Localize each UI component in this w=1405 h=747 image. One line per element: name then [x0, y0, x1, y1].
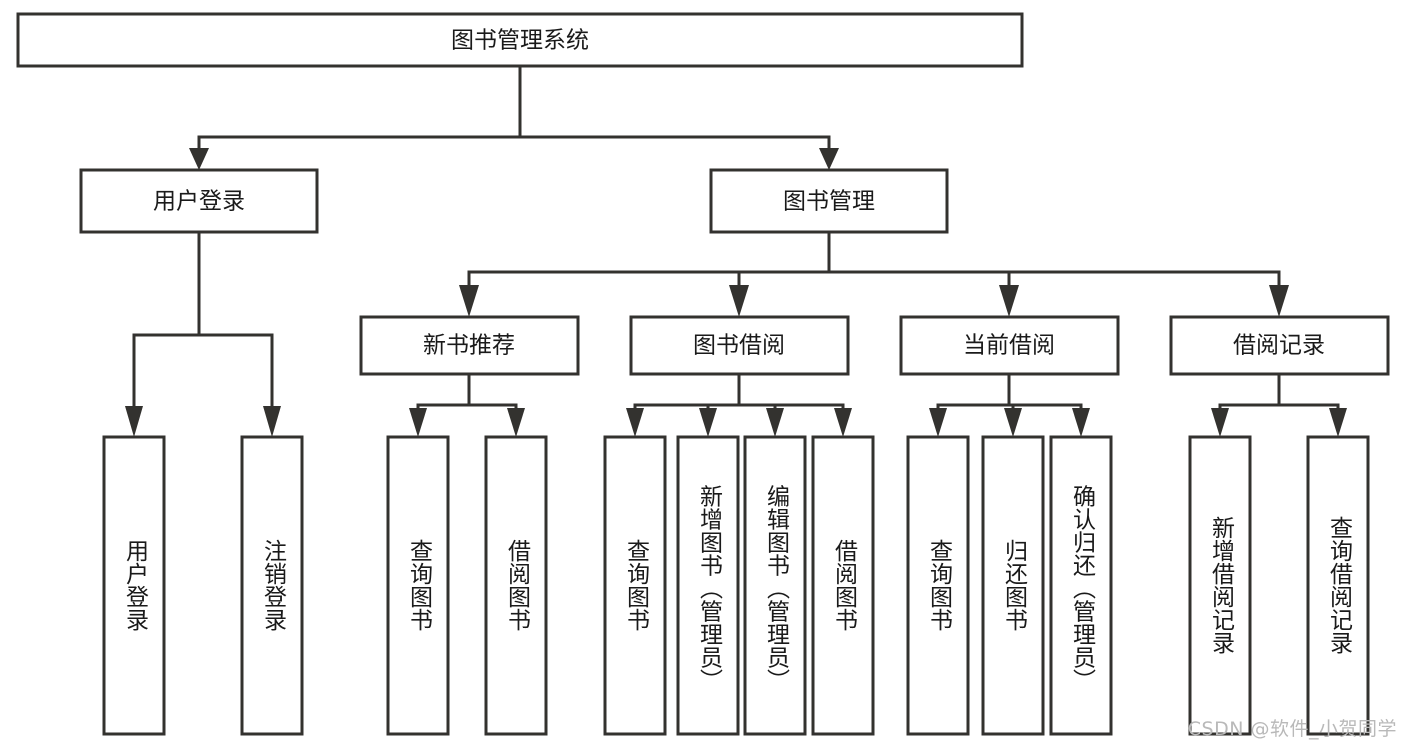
- node-new-book-recommend-box[interactable]: [359, 315, 580, 376]
- connector-layer: [125, 64, 1347, 437]
- node-leaf-borrow-book-newbook-box[interactable]: [484, 435, 548, 736]
- node-root-book-management-system[interactable]: 图书管理系统: [16, 12, 1024, 68]
- node-user-login-box[interactable]: [79, 168, 319, 234]
- node-current-borrow[interactable]: 当前借阅: [899, 315, 1120, 376]
- node-user-login[interactable]: 用户登录: [79, 168, 319, 234]
- node-book-management-box[interactable]: [709, 168, 949, 234]
- node-book-management[interactable]: 图书管理: [709, 168, 949, 234]
- arrow-current-to-query: [929, 408, 947, 437]
- node-root-label: 图书管理系统: [451, 28, 589, 54]
- node-leaf-add-book-admin-label: 新增图书（管理员）: [696, 485, 724, 692]
- node-leaf-query-borrow-record-label: 查询借阅记录: [1326, 516, 1354, 654]
- node-book-borrow-box[interactable]: [629, 315, 850, 376]
- arrow-root-to-book-mgmt: [819, 148, 839, 170]
- node-leaf-query-book-newbook[interactable]: 查询图书: [386, 435, 450, 736]
- arrow-current-to-confirm: [1072, 408, 1090, 437]
- arrow-bookmgmt-to-current: [999, 285, 1019, 317]
- node-leaf-return-book-label: 归还图书: [1001, 539, 1029, 631]
- arrow-bookmgmt-to-newbook: [459, 285, 479, 317]
- node-user-login-label: 用户登录: [153, 189, 245, 215]
- node-book-borrow-label: 图书借阅: [693, 333, 785, 359]
- node-leaf-confirm-return-admin-box[interactable]: [1049, 435, 1113, 736]
- node-leaf-logout-label: 注销登录: [260, 539, 288, 631]
- node-new-book-recommend[interactable]: 新书推荐: [359, 315, 580, 376]
- node-leaf-borrow-book-borrow-label: 借阅图书: [831, 539, 859, 631]
- node-leaf-query-book-current-label: 查询图书: [926, 539, 954, 631]
- node-leaf-return-book-box[interactable]: [981, 435, 1045, 736]
- node-borrow-record-label: 借阅记录: [1233, 333, 1325, 359]
- node-leaf-query-book-current-box[interactable]: [906, 435, 970, 736]
- arrow-bookmgmt-to-record: [1269, 285, 1289, 317]
- node-new-book-recommend-label: 新书推荐: [423, 333, 515, 359]
- arrow-newbook-to-borrow: [507, 408, 525, 437]
- node-leaf-user-login-label: 用户登录: [122, 539, 150, 631]
- node-leaf-query-book-borrow-box[interactable]: [603, 435, 667, 736]
- arrow-bookmgmt-to-borrow: [729, 285, 749, 317]
- arrow-borrow-to-lend: [834, 408, 852, 437]
- node-current-borrow-box[interactable]: [899, 315, 1120, 376]
- node-leaf-add-book-admin-box[interactable]: [676, 435, 740, 736]
- node-leaf-query-book-newbook-box[interactable]: [386, 435, 450, 736]
- node-leaf-add-borrow-record-label: 新增借阅记录: [1208, 516, 1236, 654]
- arrow-borrow-to-add: [699, 408, 717, 437]
- node-leaf-query-book-borrow-label: 查询图书: [623, 539, 651, 631]
- arrow-userlogin-to-leaf-login: [125, 406, 143, 437]
- node-leaf-query-book-newbook-label: 查询图书: [406, 539, 434, 631]
- node-leaf-query-borrow-record-box[interactable]: [1306, 435, 1370, 736]
- node-leaf-add-borrow-record[interactable]: 新增借阅记录: [1188, 435, 1252, 736]
- node-book-management-label: 图书管理: [783, 189, 875, 215]
- node-borrow-record-box[interactable]: [1169, 315, 1390, 376]
- arrow-userlogin-to-leaf-logout: [263, 406, 281, 437]
- arrow-current-to-return: [1004, 408, 1022, 437]
- node-leaf-edit-book-admin[interactable]: 编辑图书（管理员）: [743, 435, 807, 736]
- node-leaf-borrow-book-newbook[interactable]: 借阅图书: [484, 435, 548, 736]
- node-leaf-query-borrow-record[interactable]: 查询借阅记录: [1306, 435, 1370, 736]
- node-leaf-query-book-current[interactable]: 查询图书: [906, 435, 970, 736]
- node-leaf-logout-box[interactable]: [240, 435, 304, 736]
- arrow-borrow-to-edit: [766, 408, 784, 437]
- node-leaf-edit-book-admin-box[interactable]: [743, 435, 807, 736]
- node-leaf-add-borrow-record-box[interactable]: [1188, 435, 1252, 736]
- node-leaf-logout[interactable]: 注销登录: [240, 435, 304, 736]
- node-root-box[interactable]: [16, 12, 1024, 68]
- node-leaf-edit-book-admin-label: 编辑图书（管理员）: [763, 485, 791, 692]
- node-book-borrow[interactable]: 图书借阅: [629, 315, 850, 376]
- node-leaf-add-book-admin[interactable]: 新增图书（管理员）: [676, 435, 740, 736]
- node-leaf-confirm-return-admin-label: 确认归还（管理员）: [1069, 485, 1097, 692]
- node-leaf-confirm-return-admin[interactable]: 确认归还（管理员）: [1049, 435, 1113, 736]
- arrow-record-to-query: [1329, 408, 1347, 437]
- node-borrow-record[interactable]: 借阅记录: [1169, 315, 1390, 376]
- node-leaf-user-login-box[interactable]: [102, 435, 166, 736]
- node-leaf-query-book-borrow[interactable]: 查询图书: [603, 435, 667, 736]
- arrow-record-to-add: [1211, 408, 1229, 437]
- node-leaf-borrow-book-borrow-box[interactable]: [811, 435, 875, 736]
- node-leaf-return-book[interactable]: 归还图书: [981, 435, 1045, 736]
- node-leaf-user-login[interactable]: 用户登录: [102, 435, 166, 736]
- node-leaf-borrow-book-newbook-label: 借阅图书: [504, 539, 532, 631]
- arrow-root-to-user-login: [189, 148, 209, 170]
- node-current-borrow-label: 当前借阅: [963, 333, 1055, 359]
- node-leaf-borrow-book-borrow[interactable]: 借阅图书: [811, 435, 875, 736]
- arrow-borrow-to-query: [626, 408, 644, 437]
- arrow-newbook-to-query: [409, 408, 427, 437]
